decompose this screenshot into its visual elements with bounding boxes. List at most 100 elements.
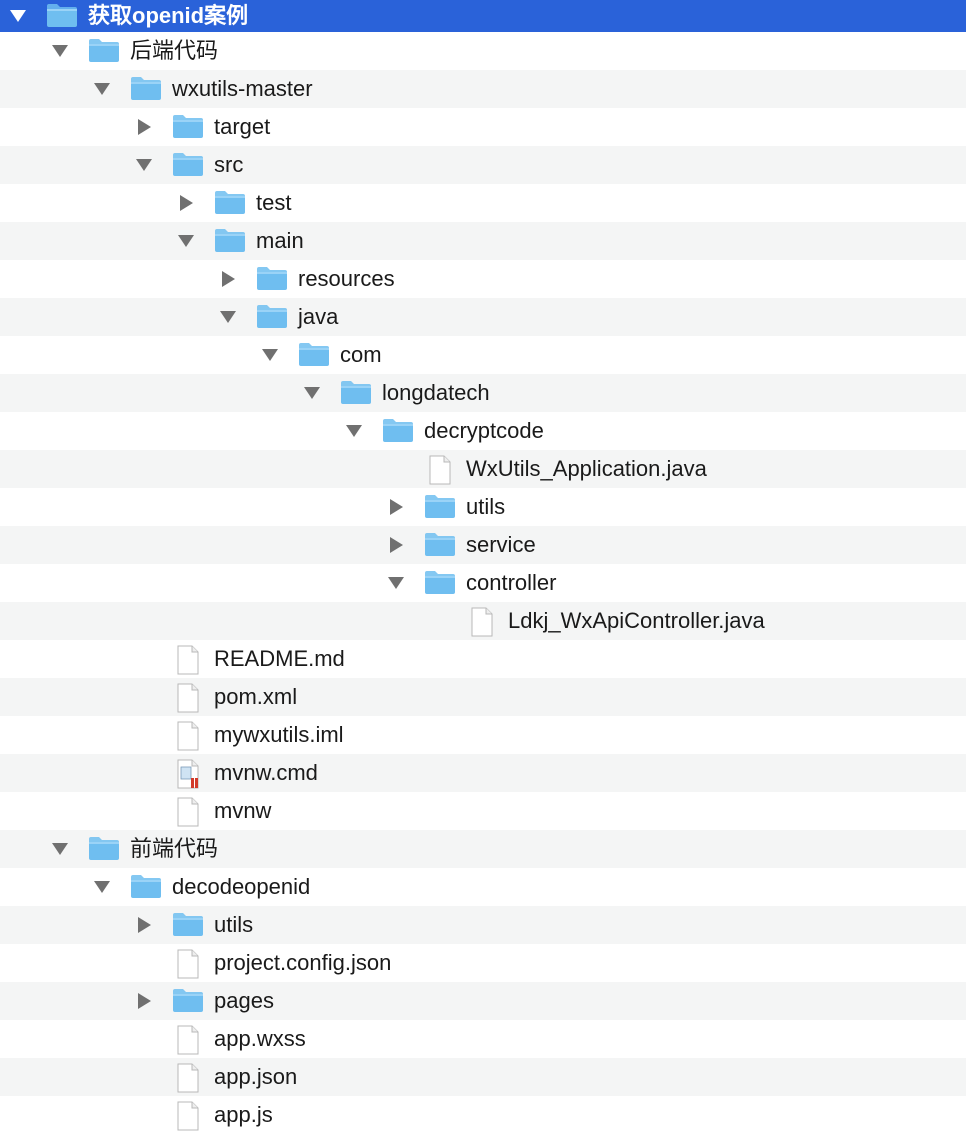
disclosure-expanded-icon[interactable] [8, 0, 28, 32]
tree-row-app-wxss[interactable]: app.wxss [0, 1020, 966, 1058]
tree-row-project-config-json[interactable]: project.config.json [0, 944, 966, 982]
folder-icon [340, 374, 372, 412]
document-icon [172, 944, 204, 982]
tree-item-label: main [256, 228, 304, 253]
disclosure-collapsed-icon[interactable] [386, 526, 406, 564]
folder-icon [424, 526, 456, 564]
tree-row-controller[interactable]: controller [0, 564, 966, 602]
tree-row-openid[interactable]: 获取openid案例 [0, 0, 966, 32]
disclosure-collapsed-icon[interactable] [134, 982, 154, 1020]
tree-item-label: utils [466, 494, 506, 519]
tree-row-resources[interactable]: resources [0, 260, 966, 298]
tree-row-src[interactable]: src [0, 146, 966, 184]
folder-icon [382, 412, 414, 450]
disclosure-expanded-icon[interactable] [260, 336, 280, 374]
tree-item-label: src [214, 152, 244, 177]
folder-icon [256, 260, 288, 298]
folder-icon [130, 70, 162, 108]
folder-icon [88, 830, 120, 868]
disclosure-expanded-icon[interactable] [134, 146, 154, 184]
tree-item-label: app.wxss [214, 1026, 306, 1051]
folder-icon [424, 488, 456, 526]
tree-row-wxutils-master[interactable]: wxutils-master [0, 70, 966, 108]
tree-item-label: WxUtils_Application.java [466, 456, 707, 481]
disclosure-collapsed-icon[interactable] [218, 260, 238, 298]
tree-row-app-js[interactable]: app.js [0, 1096, 966, 1134]
tree-item-label: 前端代码 [130, 836, 219, 861]
disclosure-expanded-icon[interactable] [386, 564, 406, 602]
tree-row-longdatech[interactable]: longdatech [0, 374, 966, 412]
tree-row-item[interactable]: 前端代码 [0, 830, 966, 868]
document-icon [172, 1058, 204, 1096]
disclosure-expanded-icon[interactable] [218, 298, 238, 336]
tree-item-label: decodeopenid [172, 874, 311, 899]
tree-row-service[interactable]: service [0, 526, 966, 564]
disclosure-collapsed-icon[interactable] [386, 488, 406, 526]
tree-row-wxutils-application-java[interactable]: WxUtils_Application.java [0, 450, 966, 488]
tree-row-ldkj-wxapicontroller-java[interactable]: Ldkj_WxApiController.java [0, 602, 966, 640]
tree-item-label: pom.xml [214, 684, 298, 709]
tree-row-item[interactable]: 后端代码 [0, 32, 966, 70]
folder-icon [172, 982, 204, 1020]
tree-row-mvnw[interactable]: mvnw [0, 792, 966, 830]
disclosure-expanded-icon[interactable] [302, 374, 322, 412]
tree-item-label: app.js [214, 1102, 273, 1127]
folder-icon [424, 564, 456, 602]
disclosure-collapsed-icon[interactable] [134, 108, 154, 146]
disclosure-collapsed-icon[interactable] [176, 184, 196, 222]
tree-item-label: mywxutils.iml [214, 722, 344, 747]
document-icon [172, 678, 204, 716]
disclosure-expanded-icon[interactable] [92, 70, 112, 108]
tree-row-decryptcode[interactable]: decryptcode [0, 412, 966, 450]
disclosure-expanded-icon[interactable] [50, 830, 70, 868]
tree-item-label: Ldkj_WxApiController.java [508, 608, 765, 633]
tree-item-label: mvnw.cmd [214, 760, 318, 785]
tree-row-main[interactable]: main [0, 222, 966, 260]
disclosure-expanded-icon[interactable] [176, 222, 196, 260]
disclosure-expanded-icon[interactable] [50, 32, 70, 70]
tree-row-target[interactable]: target [0, 108, 966, 146]
disclosure-collapsed-icon[interactable] [134, 906, 154, 944]
tree-item-label: resources [298, 266, 395, 291]
tree-item-label: service [466, 532, 536, 557]
folder-icon [172, 108, 204, 146]
folder-icon [172, 906, 204, 944]
tree-row-app-json[interactable]: app.json [0, 1058, 966, 1096]
folder-icon [214, 222, 246, 260]
folder-icon [214, 184, 246, 222]
tree-item-label: controller [466, 570, 557, 595]
tree-item-label: project.config.json [214, 950, 392, 975]
tree-item-label: target [214, 114, 271, 139]
tree-row-mywxutils-iml[interactable]: mywxutils.iml [0, 716, 966, 754]
document-icon [172, 640, 204, 678]
tree-item-label: com [340, 342, 382, 367]
document-icon [424, 450, 456, 488]
folder-icon [88, 32, 120, 70]
tree-row-pages[interactable]: pages [0, 982, 966, 1020]
tree-row-utils[interactable]: utils [0, 906, 966, 944]
tree-row-readme-md[interactable]: README.md [0, 640, 966, 678]
tree-item-label: wxutils-master [172, 76, 313, 101]
tree-item-label: mvnw [214, 798, 272, 823]
script-file-icon [172, 754, 204, 792]
tree-row-java[interactable]: java [0, 298, 966, 336]
tree-item-label: README.md [214, 646, 345, 671]
folder-icon [256, 298, 288, 336]
disclosure-expanded-icon[interactable] [344, 412, 364, 450]
tree-item-label: app.json [214, 1064, 298, 1089]
tree-item-label: longdatech [382, 380, 490, 405]
document-icon [466, 602, 498, 640]
tree-item-label: 获取openid案例 [88, 3, 249, 28]
tree-item-label: utils [214, 912, 254, 937]
disclosure-expanded-icon[interactable] [92, 868, 112, 906]
tree-row-decodeopenid[interactable]: decodeopenid [0, 868, 966, 906]
tree-row-com[interactable]: com [0, 336, 966, 374]
folder-icon [46, 0, 78, 38]
tree-row-test[interactable]: test [0, 184, 966, 222]
folder-icon [172, 146, 204, 184]
tree-item-label: decryptcode [424, 418, 544, 443]
tree-row-utils[interactable]: utils [0, 488, 966, 526]
tree-row-pom-xml[interactable]: pom.xml [0, 678, 966, 716]
tree-row-mvnw-cmd[interactable]: mvnw.cmd [0, 754, 966, 792]
